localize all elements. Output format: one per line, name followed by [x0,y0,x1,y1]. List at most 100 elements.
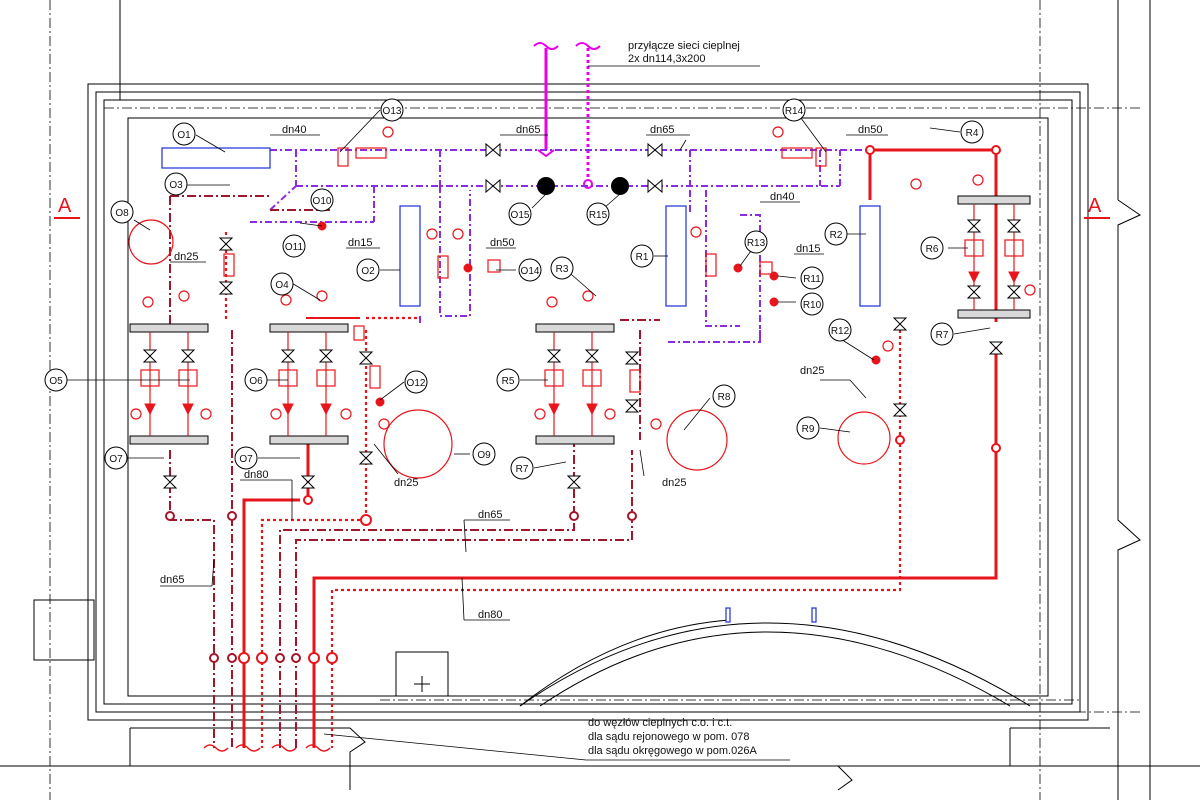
svg-text:O8: O8 [115,208,129,219]
svg-text:R15: R15 [589,210,608,221]
section-label-left: A [58,195,72,217]
size-label: dn65 [516,124,540,136]
connection-note-line2: 2x dn114,3x200 [628,53,705,65]
tag-r3: R3 [550,256,574,280]
tag-o11: O11 [282,234,306,258]
tag-o1: O1 [172,122,196,146]
size-label: dn15 [348,237,372,249]
destination-note-line1: do węzłów cieplnych c.o. i c.t. [588,717,732,729]
svg-text:O10: O10 [313,196,332,207]
svg-text:O2: O2 [361,266,375,277]
valves [142,142,1022,489]
size-label: dn65 [160,574,184,586]
supply-piping [238,145,1001,748]
tag-o7-center: O7 [234,446,258,470]
pipe-break-marks [203,744,331,752]
svg-text:R7: R7 [516,464,529,475]
section-marker-left: A [54,195,80,219]
tag-o3: O3 [164,172,188,196]
svg-text:O11: O11 [285,242,304,253]
svg-text:R13: R13 [747,238,766,249]
size-label: dn25 [800,365,824,377]
pump-pair-r5 [544,332,602,436]
size-label: dn50 [490,237,514,249]
tag-r4: R4 [960,120,984,144]
size-label: dn80 [244,469,268,481]
svg-text:R4: R4 [966,128,979,139]
tag-o13: O13 [380,98,404,122]
pump-groups [140,204,1024,436]
tag-o5: O5 [44,368,68,392]
tag-r7-center: R7 [510,456,534,480]
size-label: dn50 [858,124,882,136]
tag-o8: O8 [110,200,134,224]
svg-text:O9: O9 [477,450,491,461]
svg-text:R9: R9 [802,424,815,435]
tag-o15: O15 [508,202,532,226]
svg-text:R1: R1 [636,252,649,263]
tag-o10: O10 [310,188,334,212]
svg-text:R8: R8 [718,392,731,403]
svg-text:R11: R11 [803,274,821,285]
size-label: dn40 [770,191,794,203]
tag-r13: R13 [744,230,768,254]
svg-text:O6: O6 [249,376,263,387]
svg-text:O15: O15 [511,210,530,221]
connection-note-line1: przyłącze sieci cieplnej [628,40,740,52]
tag-r2: R2 [824,222,848,246]
svg-text:O3: O3 [169,180,183,191]
pump-pair-o5 [140,332,198,436]
svg-text:R7: R7 [936,330,949,341]
size-label: dn65 [650,124,674,136]
svg-text:O7: O7 [239,454,253,465]
svg-text:R5: R5 [502,376,515,387]
size-label: dn25 [394,477,418,489]
pump-pair-o6 [278,332,336,436]
tag-o14: O14 [518,258,542,282]
svg-text:R10: R10 [803,300,822,311]
size-label: dn40 [282,124,306,136]
svg-text:R2: R2 [830,230,843,241]
destination-note-line2: dla sądu rejonowego w pom. 078 [588,731,749,743]
destination-note-line3: dla sądu okręgowego w pom.026A [588,745,757,757]
tag-r7-right: R7 [930,322,954,346]
leader-lines [66,109,991,761]
control-piping [250,149,870,343]
tag-r6: R6 [920,236,944,260]
svg-text:O7: O7 [109,454,123,465]
svg-text:O13: O13 [383,106,402,117]
size-label: dn25 [174,251,198,263]
tag-r9: R9 [796,416,820,440]
tag-o12: O12 [404,370,428,394]
size-label: dn25 [662,477,686,489]
tag-o9: O9 [472,442,496,466]
tag-r11: R11 [800,266,824,290]
size-label: dn65 [478,509,502,521]
svg-text:R14: R14 [785,106,804,117]
tag-o7-left: O7 [104,446,128,470]
tag-r8: R8 [712,384,736,408]
tag-o2: O2 [356,258,380,282]
size-label: dn80 [478,609,502,621]
district-connection [533,42,760,189]
svg-text:R3: R3 [556,264,569,275]
tag-balloons: O1 O3 O8 O13 O10 O11 O2 O14 O4 O15 R15 R… [44,98,984,480]
tag-r1: R1 [630,244,654,268]
gauges [130,126,1036,430]
tag-r5: R5 [496,368,520,392]
vessels [128,147,891,479]
tag-r15: R15 [586,202,610,226]
tag-r10: R10 [800,292,824,316]
section-marker-right: A [1084,195,1110,219]
svg-text:O1: O1 [177,130,191,141]
tag-r14: R14 [782,98,806,122]
tag-o4: O4 [270,272,294,296]
svg-text:O12: O12 [407,378,426,389]
tag-r12: R12 [828,318,852,342]
svg-text:R12: R12 [831,326,850,337]
svg-text:O4: O4 [275,280,289,291]
section-label-right: A [1088,195,1102,217]
distribution-headers [129,195,1031,445]
size-label: dn15 [796,243,820,255]
